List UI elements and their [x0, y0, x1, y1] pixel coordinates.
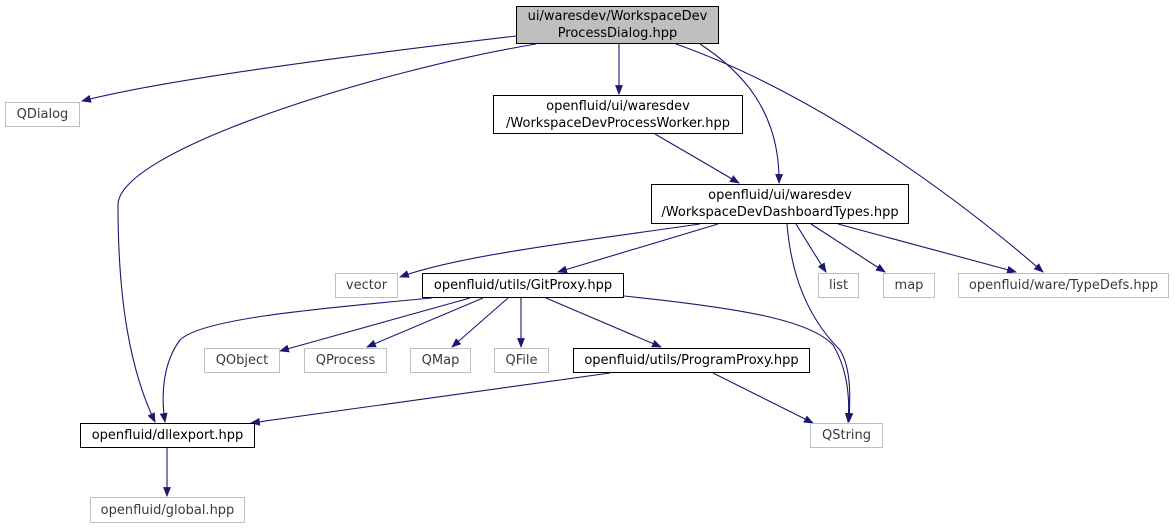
node-dllexport-label: openfluid/dllexport.hpp	[91, 428, 244, 443]
node-qmap-label: QMap	[421, 353, 460, 368]
node-dllexport[interactable]: openfluid/dllexport.hpp	[80, 423, 255, 448]
edge-gitproxy-to-qprocess	[366, 297, 484, 348]
edge-gitproxy-to-qmap	[451, 297, 509, 348]
node-qfile[interactable]: QFile	[494, 348, 549, 373]
node-global[interactable]: openfluid/global.hpp	[90, 497, 245, 523]
node-program-proxy[interactable]: openfluid/utils/ProgramProxy.hpp	[573, 348, 810, 373]
node-root-line-2: ProcessDialog.hpp	[557, 26, 678, 41]
edge-dashboard-to-list	[795, 223, 827, 273]
node-root[interactable]: ui/waresdev/WorkspaceDev ProcessDialog.h…	[516, 6, 719, 44]
node-workspace-dev-dashboard-types[interactable]: openfluid/ui/waresdev /WorkspaceDevDashb…	[651, 184, 909, 224]
edge-gitproxy-to-programproxy	[545, 297, 662, 348]
edge-root-to-qdialog	[81, 35, 517, 103]
node-worker-line-2: /WorkspaceDevProcessWorker.hpp	[506, 115, 730, 131]
node-workspace-dev-process-worker[interactable]: openfluid/ui/waresdev /WorkspaceDevProce…	[493, 95, 743, 134]
node-worker-line-1: openfluid/ui/waresdev	[546, 98, 690, 114]
edge-gitproxy-to-qstring	[623, 295, 853, 423]
edge-worker-to-dashboard	[654, 133, 740, 184]
node-qprocess-label: QProcess	[315, 353, 376, 368]
edge-dashboard-to-qstring	[786, 223, 854, 423]
node-vector[interactable]: vector	[335, 273, 398, 298]
node-qmap[interactable]: QMap	[410, 348, 471, 373]
node-list[interactable]: list	[818, 273, 859, 298]
node-git-proxy[interactable]: openfluid/utils/GitProxy.hpp	[422, 273, 624, 298]
node-list-label: list	[828, 278, 849, 293]
node-gitproxy-label: openfluid/utils/GitProxy.hpp	[433, 278, 613, 293]
edge-dashboard-to-map	[810, 223, 886, 273]
edge-dashboard-to-vector	[399, 223, 701, 278]
node-qobject[interactable]: QObject	[204, 348, 280, 373]
node-programproxy-label: openfluid/utils/ProgramProxy.hpp	[584, 353, 799, 368]
edge-root-to-typedefs	[675, 43, 1044, 273]
node-qobject-label: QObject	[215, 353, 269, 368]
node-qdialog-label: QDialog	[16, 107, 69, 122]
node-dashboard-line-2: /WorkspaceDevDashboardTypes.hpp	[661, 205, 899, 220]
node-root-line-1: ui/waresdev/WorkspaceDev	[527, 9, 708, 24]
node-dashboard-line-1: openfluid/ui/waresdev	[708, 188, 852, 203]
edge-programproxy-to-qstring	[712, 372, 814, 424]
edge-root-to-dashboard	[699, 43, 784, 184]
node-qstring[interactable]: QString	[810, 423, 883, 448]
edge-gitproxy-to-dllexport	[159, 297, 433, 423]
edge-gitproxy-to-qobject	[279, 297, 471, 353]
node-qstring-label: QString	[821, 428, 872, 443]
edge-programproxy-to-dllexport	[250, 372, 611, 426]
node-map-label: map	[894, 278, 924, 293]
node-vector-label: vector	[345, 278, 388, 293]
node-ware-typedefs[interactable]: openfluid/ware/TypeDefs.hpp	[958, 273, 1169, 298]
node-map[interactable]: map	[883, 273, 935, 298]
edge-dashboard-to-gitproxy	[557, 223, 719, 274]
node-qprocess[interactable]: QProcess	[304, 348, 387, 373]
edge-dashboard-to-typedefs	[837, 223, 1017, 274]
node-global-label: openfluid/global.hpp	[100, 502, 235, 518]
edge-root-to-dllexport	[117, 43, 537, 423]
node-qfile-label: QFile	[505, 353, 538, 368]
node-typedefs-label: openfluid/ware/TypeDefs.hpp	[968, 278, 1159, 293]
node-qdialog[interactable]: QDialog	[5, 102, 80, 127]
